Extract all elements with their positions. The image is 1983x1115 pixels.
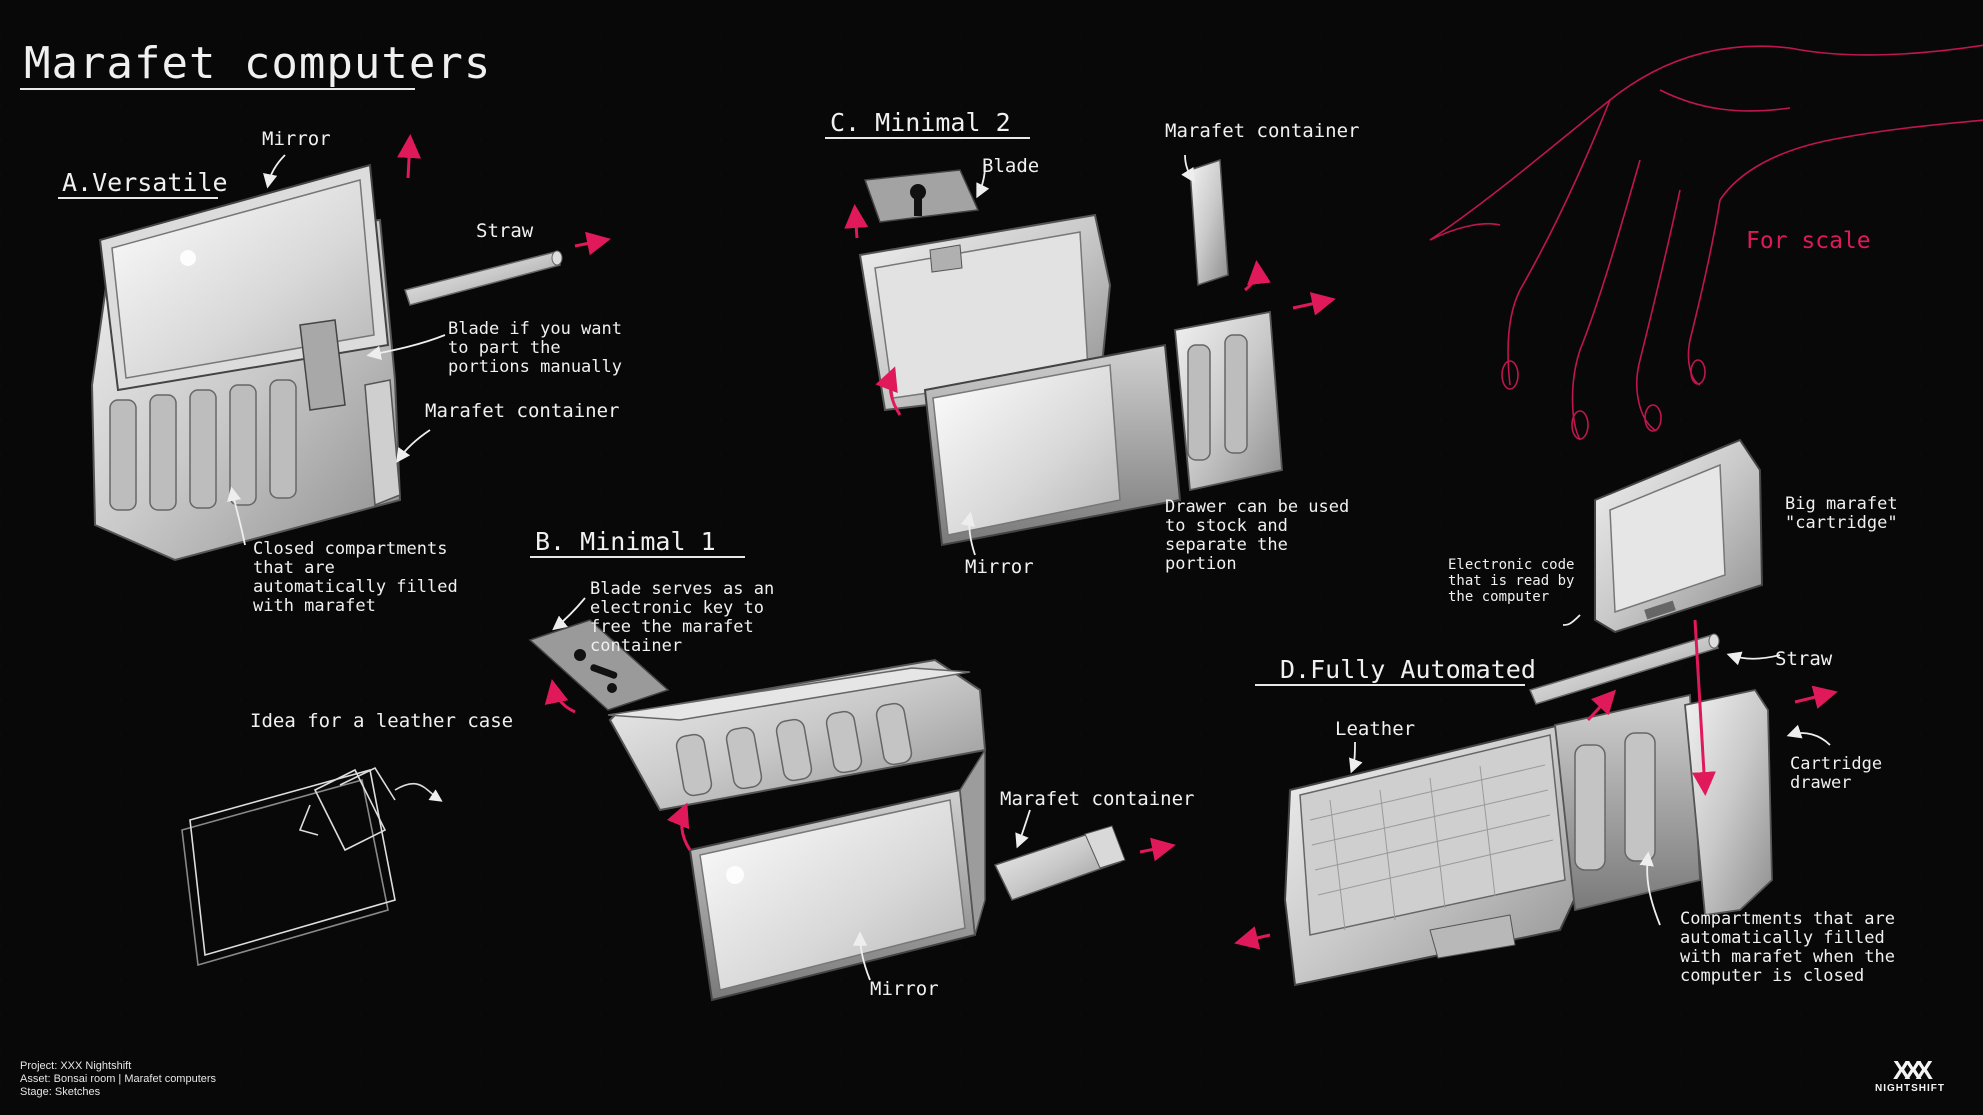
straw-fully-automated [1528, 633, 1720, 705]
arrows-fully-automated [1234, 619, 1838, 950]
section-c-underline [825, 137, 1030, 139]
section-c-title: C. Minimal 2 [830, 108, 1011, 137]
arrows-versatile [397, 134, 611, 256]
label-c-blade: Blade [982, 155, 1040, 177]
credits-block: Project: XXX Nightshift Asset: Bonsai ro… [20, 1060, 216, 1099]
section-b-title: B. Minimal 1 [535, 527, 716, 556]
label-a-straw: Straw [476, 220, 534, 242]
arrows-minimal-2 [844, 204, 1336, 416]
label-leather-case: Idea for a leather case [250, 710, 514, 732]
blade-minimal-2 [863, 169, 980, 223]
label-a-blade: Blade if you want to part the portions m… [448, 319, 622, 377]
device-fully-automated [1283, 688, 1773, 987]
credit-stage: Stage: Sketches [20, 1086, 101, 1098]
section-d-underline [1255, 684, 1525, 686]
container-minimal-1 [993, 825, 1126, 901]
label-a-compartments: Closed compartments that are automatical… [253, 539, 458, 616]
label-a-mirror: Mirror [262, 128, 331, 150]
title-underline [20, 88, 415, 90]
hand-sketch [1429, 44, 1983, 441]
label-c-container: Marafet container [1165, 120, 1360, 142]
container-minimal-2 [1189, 158, 1229, 287]
blade-minimal-1 [528, 619, 670, 711]
arrows-minimal-1 [544, 679, 1176, 862]
label-d-leather: Leather [1335, 718, 1416, 740]
label-d-cartridge: Big marafet "cartridge" [1785, 494, 1898, 533]
section-d-title: D.Fully Automated [1280, 655, 1536, 684]
cartridge-fully-automated [1594, 438, 1764, 634]
label-c-mirror: Mirror [965, 556, 1034, 578]
label-for-scale: For scale [1746, 228, 1871, 254]
section-a-title: A.Versatile [62, 168, 228, 197]
label-d-code: Electronic code that is read by the comp… [1448, 557, 1575, 605]
label-b-blade: Blade serves as an electronic key to fre… [590, 579, 775, 656]
logo-text: NIGHTSHIFT [1875, 1083, 1945, 1094]
label-d-compartments: Compartments that are automatically fill… [1680, 909, 1895, 986]
leather-case-sketch [181, 766, 443, 967]
section-a-underline [58, 197, 218, 199]
device-minimal-2 [858, 213, 1283, 547]
credit-asset: Asset: Bonsai room | Marafet computers [20, 1073, 217, 1085]
annotation-pointers [227, 154, 1831, 981]
label-b-mirror: Mirror [870, 978, 939, 1000]
label-d-straw: Straw [1775, 648, 1833, 670]
section-b-underline [530, 556, 745, 558]
straw-versatile [404, 250, 563, 306]
nightshift-logo: XXX NIGHTSHIFT [1860, 1057, 1960, 1094]
label-d-drawer: Cartridge drawer [1790, 754, 1883, 793]
credit-project: Project: XXX Nightshift [20, 1060, 132, 1072]
label-b-container: Marafet container [1000, 788, 1195, 810]
label-a-container: Marafet container [425, 400, 620, 422]
logo-mark: XXX [1892, 1055, 1933, 1085]
page-title: Marafet computers [24, 38, 492, 89]
device-versatile [90, 163, 402, 562]
device-minimal-1 [607, 658, 987, 1002]
label-c-drawer: Drawer can be used to stock and separate… [1165, 497, 1350, 574]
